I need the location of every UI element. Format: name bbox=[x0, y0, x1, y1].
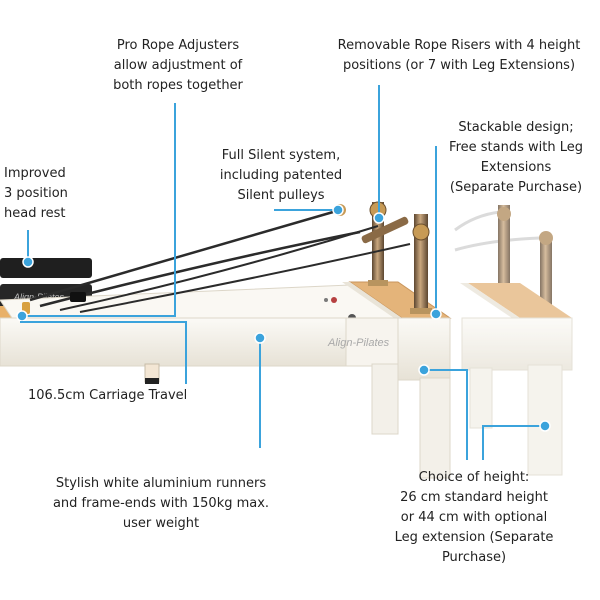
callout-head-rest: Improved 3 position head rest bbox=[4, 166, 68, 221]
rope bbox=[79, 243, 411, 313]
frame-logo: Align-Pilates bbox=[327, 337, 390, 349]
background-rope-riser bbox=[498, 205, 510, 285]
rope-adjuster bbox=[70, 292, 86, 302]
stacked-reformer bbox=[454, 205, 573, 476]
background-leg bbox=[469, 367, 493, 429]
rope bbox=[29, 208, 341, 302]
background-rope-riser bbox=[540, 235, 552, 315]
rope bbox=[59, 225, 379, 311]
carriage-stopper-base bbox=[145, 378, 159, 384]
callout-rope-risers: Removable Rope Risers with 4 height posi… bbox=[337, 38, 581, 73]
callout-runners: Stylish white aluminium runners and fram… bbox=[52, 476, 270, 531]
background-wood-block bbox=[468, 283, 572, 318]
frame-end-front bbox=[345, 317, 399, 367]
rail-button bbox=[331, 297, 337, 303]
riser-collar bbox=[368, 280, 388, 286]
main-reformer: Align-Pilates Align-Pilates bbox=[0, 201, 452, 479]
background-rope bbox=[454, 236, 541, 252]
leader-carriage-travel bbox=[20, 321, 187, 384]
background-rope bbox=[454, 210, 501, 232]
head-rest-pad bbox=[0, 258, 92, 278]
silent-pulley bbox=[412, 223, 430, 241]
frame-end-top bbox=[342, 282, 402, 318]
leg-back bbox=[419, 377, 451, 479]
leader-height-front bbox=[424, 369, 468, 460]
leader-rope-adjusters bbox=[22, 103, 176, 317]
background-frame-top bbox=[460, 283, 520, 318]
callout-rope-adjusters: Pro Rope Adjusters allow adjustment of b… bbox=[113, 38, 243, 93]
leader-dot bbox=[16, 310, 28, 322]
leader-dot bbox=[373, 212, 385, 224]
leader-dot bbox=[539, 420, 551, 432]
pulley-bracket bbox=[361, 216, 409, 244]
callout-height: Choice of height: 26 cm standard height … bbox=[394, 470, 554, 565]
riser-collar bbox=[410, 308, 432, 314]
background-pulley bbox=[497, 207, 511, 221]
leader-dot bbox=[22, 256, 34, 268]
callout-carriage-travel: 106.5cm Carriage Travel bbox=[28, 388, 188, 403]
background-leg bbox=[527, 364, 563, 476]
leader-dot bbox=[418, 364, 430, 376]
background-frame-end bbox=[461, 317, 573, 371]
leader-lines bbox=[16, 85, 551, 460]
leader-height-back bbox=[482, 425, 545, 460]
callout-silent-system: Full Silent system, including patented S… bbox=[219, 148, 343, 203]
rail-button bbox=[324, 298, 328, 302]
leg-front bbox=[371, 363, 399, 435]
callout-stackable: Stackable design; Free stands with Leg E… bbox=[449, 120, 583, 195]
leader-dot bbox=[430, 308, 442, 320]
leader-dot bbox=[254, 332, 266, 344]
background-pulley bbox=[539, 231, 553, 245]
leader-dot bbox=[332, 204, 344, 216]
